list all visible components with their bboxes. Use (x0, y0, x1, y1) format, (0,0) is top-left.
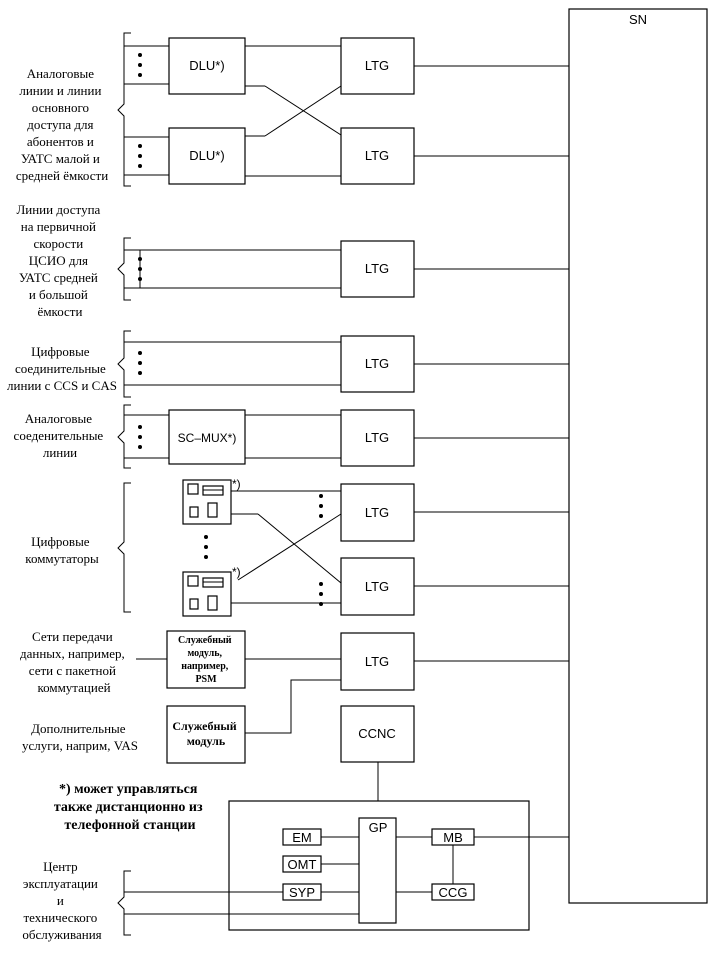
switch-square (189, 506, 199, 518)
dot (138, 267, 142, 271)
dlu-box-1 (168, 37, 246, 95)
dot (319, 602, 323, 606)
ltg-box-5 (340, 409, 415, 467)
dot (138, 371, 142, 375)
line (245, 679, 341, 734)
footnote: *) может управляться также дистанционно … (54, 782, 206, 833)
ccnc-box (340, 705, 415, 763)
ltg-label-4: LTG (365, 356, 389, 371)
label-extra-services: Дополнительные услуги, наприм, VAS (22, 721, 138, 753)
gp-box (358, 817, 397, 924)
dot (138, 351, 142, 355)
ltg-box-6 (340, 483, 415, 542)
group-analog-lines: DLU*) DLU*) LTG LTG Аналоговые линии и л… (16, 32, 569, 187)
scmux-label: SC–MUX*) (178, 431, 237, 445)
sn-block (568, 8, 708, 904)
cross-line (264, 85, 342, 137)
dot (138, 425, 142, 429)
scmux-box (168, 409, 246, 465)
ltg-box-3 (340, 240, 415, 298)
ccnc-label: CCNC (358, 726, 396, 741)
service-module-label-1: Служебный модуль, например, PSM (178, 635, 234, 685)
brace-digital-trunks (117, 330, 131, 398)
dlu-label-2: DLU*) (189, 148, 224, 163)
label-analog-trunks: Аналоговые соеденительные линии (14, 411, 107, 460)
dot (138, 445, 142, 449)
group-coordination: GP EM OMT SYP MB CCG (228, 800, 569, 931)
ltg-label-5: LTG (365, 430, 389, 445)
ltg-label-2: LTG (365, 148, 389, 163)
switch-square (189, 598, 199, 610)
ltg-box-8 (340, 632, 415, 691)
dot (319, 494, 323, 498)
dot (319, 504, 323, 508)
dot (204, 555, 208, 559)
cross-line (257, 513, 342, 584)
group-data-networks: Служебный модуль, например, PSM LTG Сети… (20, 629, 569, 764)
dot (138, 53, 142, 57)
dot (138, 435, 142, 439)
brace-analog-trunks (117, 404, 131, 469)
dot (138, 164, 142, 168)
dlu-box-2 (168, 127, 246, 185)
group-digital-switches: *) *) LTG LTG Цифровые (25, 477, 569, 617)
ltg-label-1: LTG (365, 58, 389, 73)
dot (138, 361, 142, 365)
dot (204, 535, 208, 539)
group-maintenance: Центр эксплуатации и технического обслуж… (22, 859, 359, 942)
ltg-label-7: LTG (365, 579, 389, 594)
dot (138, 144, 142, 148)
switch-icon-1 (182, 479, 232, 525)
star-mark-2: *) (232, 565, 241, 579)
syp-label: SYP (289, 885, 315, 900)
dot (204, 545, 208, 549)
dot (319, 592, 323, 596)
group-primary-access: LTG Линии доступа на первичной скорости … (16, 202, 569, 319)
switch-square (207, 502, 218, 518)
cross-line (237, 513, 342, 581)
label-analog-lines: Аналоговые линии и линии основного досту… (16, 66, 108, 183)
switch-square (187, 575, 199, 587)
brace-maintenance (117, 870, 131, 936)
dot (138, 277, 142, 281)
brace-analog-lines (117, 32, 131, 187)
dot (138, 73, 142, 77)
dot (138, 63, 142, 67)
label-digital-trunks: Цифровые соединительные линии с CCS и CA… (7, 344, 117, 393)
service-module-box-2 (166, 705, 246, 764)
dlu-label-1: DLU*) (189, 58, 224, 73)
switch-icon-2 (182, 571, 232, 617)
group-analog-trunks: SC–MUX*) LTG Аналоговые соеденительные л… (14, 404, 569, 469)
label-data-networks: Сети передачи данных, например, сети с п… (20, 629, 128, 695)
ccg-label: CCG (439, 885, 468, 900)
star-mark-1: *) (232, 477, 241, 491)
ltg-box-7 (340, 557, 415, 616)
ltg-label-3: LTG (365, 261, 389, 276)
dot (138, 154, 142, 158)
label-digital-switches: Цифровые коммутаторы (25, 534, 99, 566)
ltg-label-8: LTG (365, 654, 389, 669)
gp-label: GP (369, 820, 388, 835)
sn-label: SN (629, 12, 647, 27)
dot (319, 582, 323, 586)
ltg-box-1 (340, 37, 415, 95)
em-label: EM (292, 830, 312, 845)
ltg-box-2 (340, 127, 415, 185)
switch-square (207, 595, 218, 611)
brace-primary-access (117, 237, 131, 301)
dot (138, 257, 142, 261)
ltg-box-4 (340, 335, 415, 393)
group-digital-trunks: LTG Цифровые соединительные линии с CCS … (7, 330, 569, 398)
mb-label: MB (443, 830, 463, 845)
dot (319, 514, 323, 518)
service-module-label-2: Служебный модуль (172, 719, 239, 748)
ltg-label-6: LTG (365, 505, 389, 520)
label-maintenance-center: Центр эксплуатации и технического обслуж… (22, 859, 101, 942)
label-primary-access: Линии доступа на первичной скорости ЦСИО… (16, 202, 103, 319)
brace-digital-switches (117, 482, 131, 613)
switch-square (187, 483, 199, 495)
omt-label: OMT (288, 857, 317, 872)
